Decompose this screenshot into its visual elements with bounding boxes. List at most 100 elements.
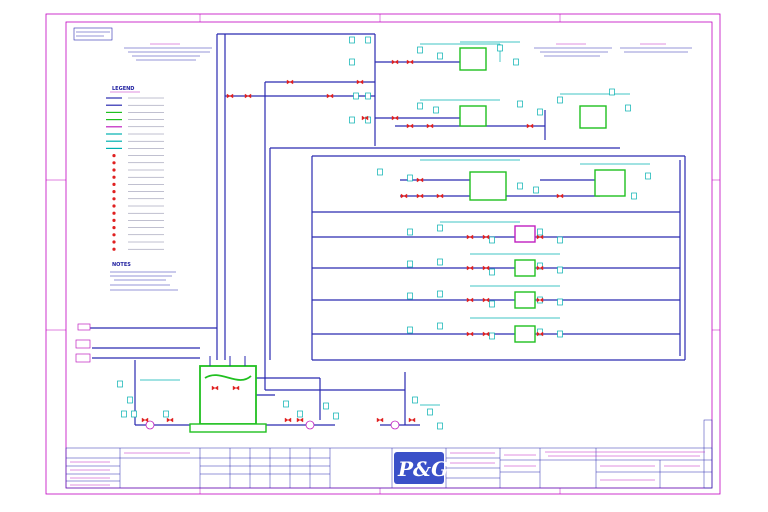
instrument-tag: [377, 168, 383, 176]
instrument-tag: [407, 228, 413, 236]
valve: [482, 331, 490, 337]
instrument-tag: [412, 396, 418, 404]
legend-title: LEGEND: [112, 86, 134, 92]
instrument-tag: [427, 408, 433, 416]
instrument-tag: [537, 228, 543, 236]
header-notes: [124, 43, 692, 61]
instrument-tag: [489, 236, 495, 244]
valve: [226, 93, 234, 99]
title-block-text: [70, 451, 705, 486]
instrument-tag: [131, 410, 137, 418]
valve: [286, 79, 294, 85]
instrument-tag: [609, 88, 615, 96]
process-lines: [80, 33, 686, 426]
valve: [326, 93, 334, 99]
instrument-tag: [437, 258, 443, 266]
valve: [211, 385, 219, 391]
instrument-tag: [517, 100, 523, 108]
equipment-eq-6: [514, 225, 536, 243]
instrument-tag: [349, 116, 355, 124]
valve: [166, 417, 174, 423]
valve: [400, 193, 408, 199]
instrument-tag: [557, 298, 563, 306]
instrument-tag: [437, 290, 443, 298]
valve: [556, 193, 564, 199]
instrument-tag: [437, 322, 443, 330]
instrument-tag: [407, 260, 413, 268]
instrument-tag: [117, 380, 123, 388]
valve: [466, 331, 474, 337]
title-block: [65, 419, 713, 489]
legend-row: [112, 218, 164, 222]
equipment-eq-1: [459, 47, 487, 71]
valve: [391, 59, 399, 65]
legend-row: [112, 182, 164, 186]
valve: [466, 265, 474, 271]
instrument-tag: [333, 412, 339, 420]
instrument-lines: [140, 41, 650, 406]
valve: [536, 297, 544, 303]
inner-border: [65, 21, 713, 489]
top-left-title-box: [73, 27, 113, 41]
valve: [536, 331, 544, 337]
instrument-tag: [533, 186, 539, 194]
valves: [141, 59, 564, 423]
instrument-tag: [349, 58, 355, 66]
valve: [482, 234, 490, 240]
top-left-title-lines: [76, 31, 110, 37]
valve: [536, 234, 544, 240]
equipment-group: [459, 47, 626, 343]
valve: [416, 193, 424, 199]
valve: [408, 417, 416, 423]
legend-row: [112, 190, 164, 194]
legend-row: [112, 247, 164, 251]
instrument-tag: [349, 36, 355, 44]
instrument-tag: [407, 292, 413, 300]
instrument-tag: [437, 224, 443, 232]
valve: [482, 265, 490, 271]
storage-tank: [189, 356, 267, 433]
instrument-tag: [557, 330, 563, 338]
legend-row: [112, 161, 164, 165]
zone-ticks: [46, 14, 720, 494]
instrument-tag: [353, 92, 359, 100]
logo-box: [394, 452, 444, 484]
instrument-tag: [489, 332, 495, 340]
valve: [232, 385, 240, 391]
equipment-eq-3: [579, 105, 607, 129]
instrument-tag: [437, 52, 443, 60]
legend-row: [112, 175, 164, 179]
left-source-boxes: [75, 323, 91, 363]
legend-row: [112, 211, 164, 215]
instrument-tag: [557, 236, 563, 244]
valve: [376, 417, 384, 423]
valve: [356, 79, 364, 85]
legend-row: [112, 197, 164, 201]
instrument-tag: [537, 328, 543, 336]
valve: [391, 115, 399, 121]
instrument-tag: [537, 262, 543, 270]
instrument-tag: [631, 192, 637, 200]
instrument-tag: [323, 402, 329, 410]
instrument-tag: [283, 400, 289, 408]
instrument-tag: [121, 410, 127, 418]
instrument-tag: [407, 326, 413, 334]
instrument-tag: [489, 300, 495, 308]
instrument-tag: [417, 102, 423, 110]
valve: [141, 417, 149, 423]
valve: [406, 123, 414, 129]
instrument-tag: [489, 268, 495, 276]
instrument-tag: [625, 104, 631, 112]
equipment-eq-2: [459, 105, 487, 127]
instrument-tag: [645, 172, 651, 180]
valve: [436, 193, 444, 199]
instrument-bubbles: [117, 36, 651, 430]
instrument-tag: [517, 182, 523, 190]
notes-text: [110, 271, 178, 291]
valve: [284, 417, 292, 423]
instrument-tag: [163, 410, 169, 418]
instrument-tag: [557, 96, 563, 104]
instrument-tag: [513, 58, 519, 66]
legend-row: [112, 226, 164, 230]
